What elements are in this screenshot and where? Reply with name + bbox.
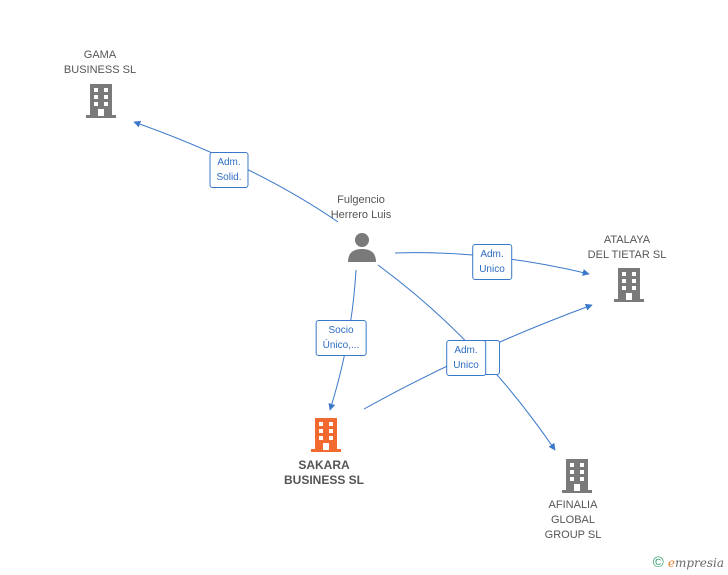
building-icon[interactable] [613, 268, 645, 302]
edge-label-adm-unico-atalaya[interactable]: Adm. Unico [472, 244, 512, 280]
node-fulgencio-label[interactable]: Fulgencio Herrero Luis [331, 193, 392, 223]
node-fulgencio-name-line2: Herrero Luis [330, 209, 392, 221]
edge-label-line2: Unico [453, 360, 479, 371]
building-icon[interactable] [85, 84, 117, 118]
brand-logo-rest: mpresia [674, 555, 724, 570]
node-gama-name-line2: BUSINESS SL [63, 64, 137, 76]
person-icon[interactable] [347, 232, 377, 262]
copyright-icon: © [652, 554, 664, 571]
edge-label-line2: Solid. [216, 172, 242, 183]
node-afinalia-label[interactable]: AFINALIA GLOBAL GROUP SL [545, 498, 602, 543]
edge-label-socio-unico[interactable]: Socio Único,... [315, 320, 367, 356]
edge-label-adm-unico-sakara[interactable]: Adm. Unico [446, 340, 486, 376]
node-atalaya-name-line1: ATALAYA [603, 234, 651, 246]
node-sakara-name-line1: SAKARA [298, 458, 350, 472]
node-sakara-name-line2: BUSINESS SL [283, 473, 365, 487]
edge-label-line2: Unico [479, 264, 505, 275]
node-fulgencio-name-line1: Fulgencio [337, 194, 385, 206]
node-afinalia-name-line2: GLOBAL [550, 514, 596, 526]
node-afinalia-name-line1: AFINALIA [548, 499, 598, 511]
edge-label-line1: Adm. [217, 157, 241, 168]
edge-label-adm-solid[interactable]: Adm. Solid. [209, 152, 249, 188]
edge-label-line2: Único,... [322, 340, 360, 351]
node-sakara-label[interactable]: SAKARA BUSINESS SL [284, 458, 364, 488]
building-icon[interactable] [561, 459, 593, 493]
footer-brand[interactable]: © empresia [653, 554, 724, 571]
edge-label-line1: Adm. [454, 345, 478, 356]
edge-label-line1: Socio [328, 325, 354, 336]
node-gama-name-line1: GAMA [83, 49, 117, 61]
node-atalaya-label[interactable]: ATALAYA DEL TIETAR SL [588, 233, 667, 263]
edge-label-line1: Adm. [480, 249, 504, 260]
node-gama-label[interactable]: GAMA BUSINESS SL [64, 48, 136, 78]
building-icon-highlighted[interactable] [310, 418, 342, 452]
node-afinalia-name-line3: GROUP SL [544, 529, 602, 541]
node-atalaya-name-line2: DEL TIETAR SL [587, 249, 667, 261]
brand-logo: empresia [668, 556, 724, 570]
brand-logo-initial: e [667, 555, 675, 570]
